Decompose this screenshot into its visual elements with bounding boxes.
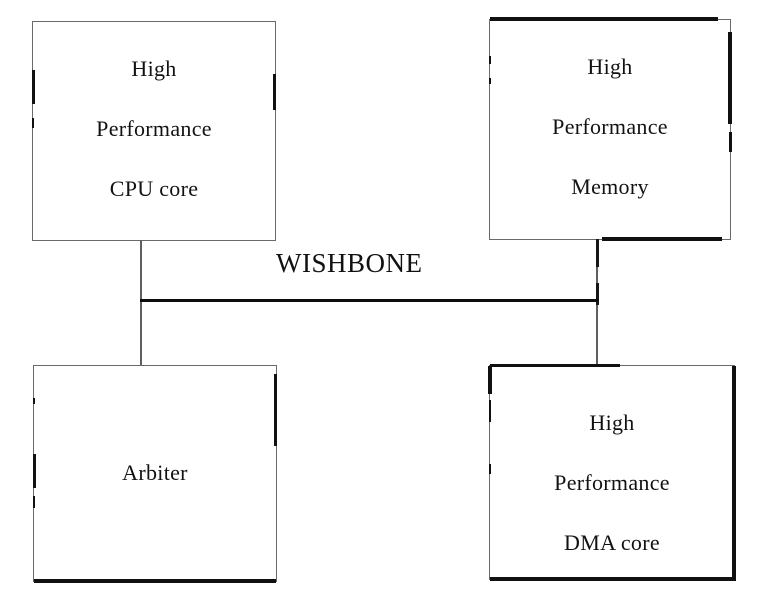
block-label-line-1: High — [589, 410, 635, 435]
scan-artifact-edge — [488, 366, 492, 394]
scan-artifact-edge — [34, 579, 276, 583]
scan-artifact-edge — [490, 577, 736, 581]
block-label-line-3: DMA core — [564, 530, 660, 555]
scan-artifact-edge — [729, 132, 732, 152]
wire-cpu-to-bus — [140, 240, 142, 366]
block-high-performance-cpu-core[interactable]: High Performance CPU core — [32, 21, 276, 241]
scan-artifact-edge — [602, 237, 722, 241]
wire-memory-nub — [596, 239, 599, 267]
block-arbiter[interactable]: Arbiter — [33, 365, 277, 583]
block-label-line-2: Performance — [554, 470, 670, 495]
wishbone-bus-line — [140, 299, 599, 302]
scan-artifact-edge — [728, 32, 732, 124]
block-high-performance-dma-core[interactable]: High Performance DMA core — [488, 364, 736, 581]
scan-artifact-edge — [490, 17, 718, 21]
block-label-line-1: High — [131, 56, 177, 81]
scan-artifact-edge — [489, 400, 491, 422]
block-label-line-1: Arbiter — [122, 460, 188, 485]
wire-memory-nub-lower — [596, 283, 599, 305]
scan-artifact-edge — [274, 374, 277, 446]
block-label-line-2: Performance — [96, 116, 212, 141]
scan-artifact-edge — [33, 454, 36, 488]
scan-artifact-edge — [32, 118, 34, 128]
block-label-line-3: Memory — [571, 174, 649, 199]
scan-artifact-edge — [32, 70, 35, 104]
scan-artifact-edge — [33, 496, 35, 508]
scan-artifact-edge — [273, 74, 276, 110]
block-label-line-1: High — [587, 54, 633, 79]
block-label-line-2: Performance — [552, 114, 668, 139]
scan-artifact-edge — [490, 364, 620, 367]
scan-artifact-edge — [732, 366, 736, 581]
scan-artifact-edge — [489, 56, 491, 64]
scan-artifact-edge — [489, 78, 491, 84]
scan-artifact-edge — [33, 398, 35, 404]
wishbone-bus-label: WISHBONE — [276, 248, 423, 278]
block-label-line-3: CPU core — [109, 176, 199, 201]
scan-artifact-edge — [489, 464, 491, 474]
block-high-performance-memory[interactable]: High Performance Memory — [489, 17, 732, 241]
